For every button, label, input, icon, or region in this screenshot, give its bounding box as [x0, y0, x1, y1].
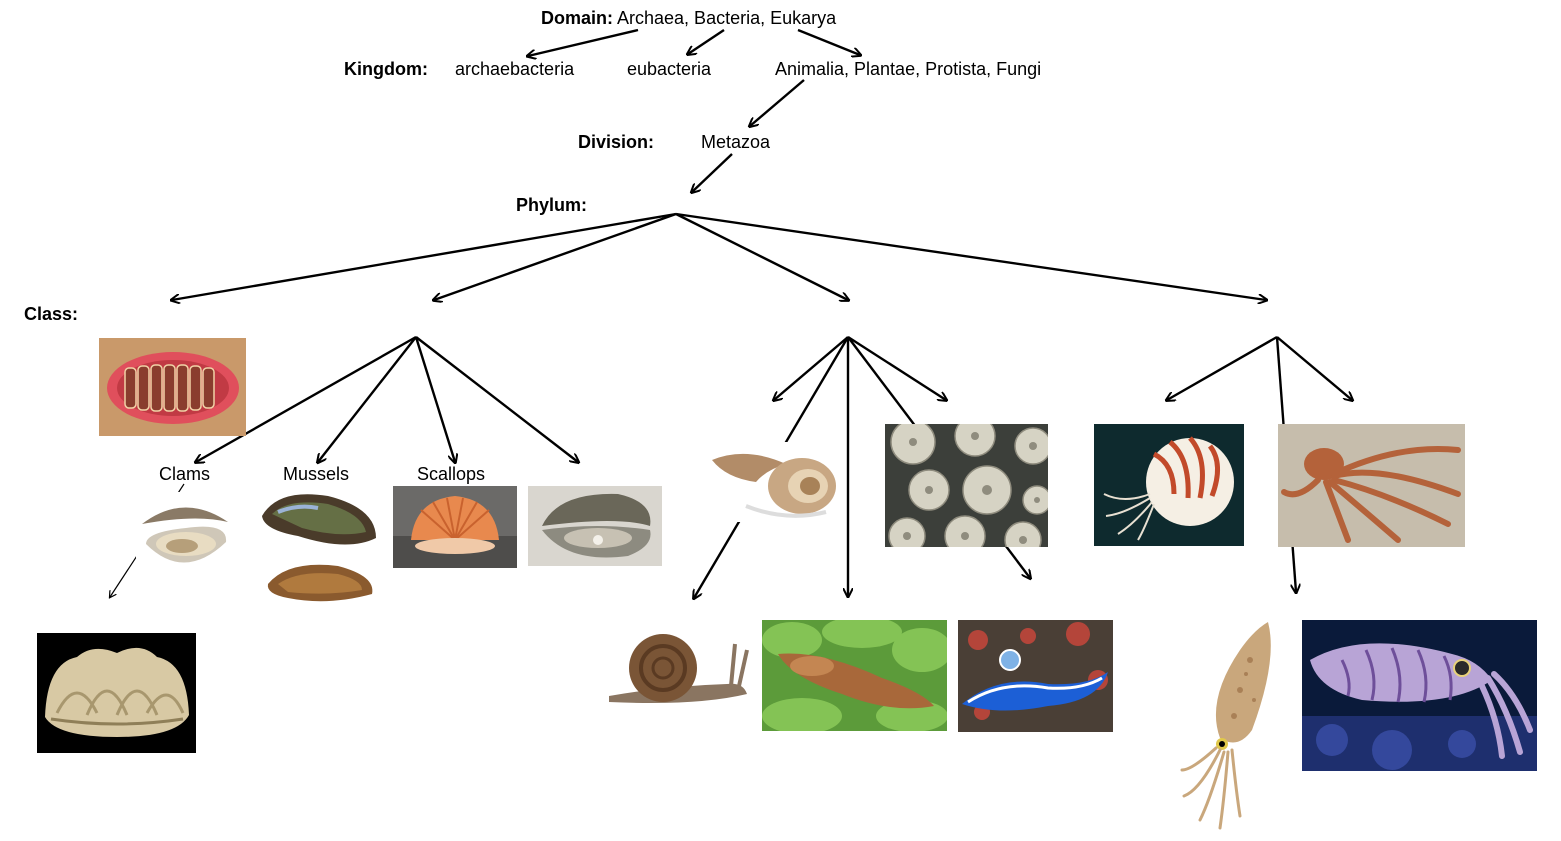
- arrow-gastropod-limpet: [847, 335, 946, 400]
- arrow-phylum-class-3: [675, 212, 848, 300]
- arrow-bivalve-clams: [196, 335, 417, 462]
- nautilus-photo: [1094, 424, 1244, 546]
- domain-label: Domain:: [541, 8, 613, 28]
- scallops-label: Scallops: [417, 464, 486, 484]
- cuttlefish-photo: [1302, 620, 1537, 771]
- arrow-division-phylum: [692, 153, 733, 192]
- domain-row: Domain: Archaea, Bacteria, Eukarya: [541, 7, 836, 29]
- arrow-bivalve-mussels: [318, 336, 417, 462]
- nudibranch-photo: [958, 620, 1113, 732]
- class-label: Class:: [24, 304, 79, 324]
- scallop-photo: [393, 486, 517, 568]
- clam-photo: [136, 492, 234, 574]
- division-value: Metazoa: [701, 132, 771, 152]
- octopus-photo: [1278, 424, 1465, 547]
- whelk-photo: [706, 442, 838, 522]
- oyster-photo: [528, 486, 662, 566]
- domain-values: Archaea, Bacteria, Eukarya: [617, 8, 837, 28]
- clams-label: Clams: [159, 464, 211, 484]
- arrow-phylum-class-4: [675, 212, 1266, 300]
- arrow-bivalve-oysters: [415, 336, 578, 462]
- squid-photo: [1180, 620, 1280, 832]
- arrow-phylum-class-2: [434, 212, 677, 300]
- kingdom-eubacteria: eubacteria: [627, 59, 712, 79]
- arrow-bivalve-scallops: [414, 336, 455, 462]
- slug-photo: [762, 620, 947, 731]
- giant-clam-photo: [37, 633, 196, 753]
- kingdom-eukaryotes: Animalia, Plantae, Protista, Fungi: [775, 59, 1042, 79]
- chiton-photo: [99, 338, 246, 436]
- snail-photo: [607, 624, 751, 712]
- kingdom-archaebacteria: archaebacteria: [455, 59, 575, 79]
- division-label: Division:: [578, 132, 655, 152]
- arrow-gastropod-whelk: [774, 336, 849, 400]
- mussels-label: Mussels: [283, 464, 350, 484]
- arrow-phylum-class-1: [172, 212, 677, 300]
- arrow-kingdom-division: [750, 79, 805, 126]
- mussel-photo: [258, 486, 378, 608]
- phylum-label: Phylum:: [516, 195, 588, 215]
- arrow-domain-eubacteria: [688, 29, 725, 54]
- arrow-cephalopod-octopus: [1276, 336, 1352, 400]
- arrow-domain-archaebacteria: [528, 28, 639, 56]
- limpet-photo: [885, 424, 1048, 547]
- arrow-domain-eukaryotes: [797, 28, 860, 55]
- kingdom-label: Kingdom:: [344, 59, 428, 79]
- arrow-cephalopod-nautilus: [1167, 335, 1278, 400]
